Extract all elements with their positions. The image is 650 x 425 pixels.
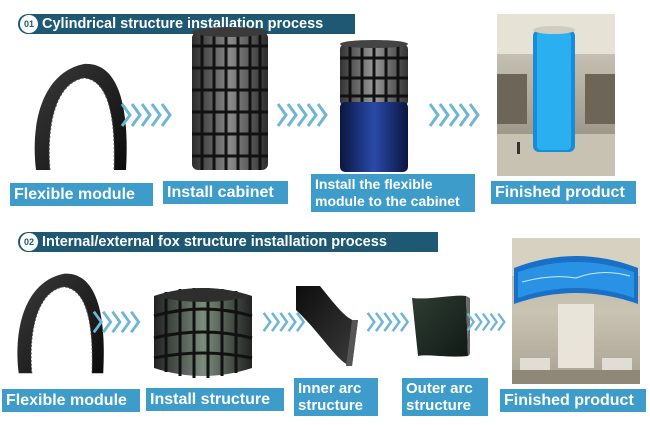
section-1-title: Cylindrical structure installation proce… (42, 16, 324, 32)
step-label-line: structure (406, 397, 472, 414)
arrow-right-icon (92, 310, 141, 334)
finished-ring-photo (512, 238, 640, 384)
arrow-right-icon (120, 103, 172, 127)
section-2-header: 02 Internal/external fox structure insta… (18, 232, 438, 252)
section-1-header: 01 Cylindrical structure installation pr… (18, 14, 355, 34)
step-label-finished-product: Finished product (500, 389, 646, 412)
arrow-right-icon (366, 312, 410, 332)
step-label-flexible-module: Flexible module (10, 183, 153, 206)
flexible-module-icon (34, 63, 127, 171)
arrow-right-icon (276, 103, 328, 127)
step-label-inner-arc: Inner arc structure (294, 378, 378, 416)
section-2-title: Internal/external fox structure installa… (42, 234, 387, 250)
outer-arc-icon (412, 295, 470, 357)
section-2-number: 02 (20, 233, 38, 251)
step-label-line: Install the flexible (315, 176, 433, 192)
step-label-line: structure (298, 397, 364, 414)
arrow-right-icon (262, 312, 306, 332)
step-label-line: Outer arc (406, 380, 473, 397)
cylinder-with-module-icon (340, 40, 408, 172)
arc-structure-icon (153, 288, 253, 378)
cylindrical-cabinet-icon (192, 27, 268, 170)
step-label-outer-arc: Outer arc structure (402, 378, 488, 416)
step-label-install-cabinet: Install cabinet (163, 181, 288, 204)
step-label-flexible-module: Flexible module (2, 389, 140, 412)
step-label-install-module: Install the flexible module to the cabin… (311, 174, 475, 212)
flexible-module-icon (17, 273, 104, 374)
inner-arc-icon (296, 286, 358, 366)
section-1-number: 01 (20, 15, 38, 33)
finished-cylinder-photo (497, 14, 615, 176)
arrow-right-icon (466, 312, 506, 332)
step-label-line: Inner arc (298, 380, 362, 397)
step-label-line: module to the cabinet (315, 193, 460, 209)
step-label-install-structure: Install structure (146, 388, 284, 411)
arrow-right-icon (428, 103, 480, 127)
step-label-finished-product: Finished product (491, 181, 636, 204)
